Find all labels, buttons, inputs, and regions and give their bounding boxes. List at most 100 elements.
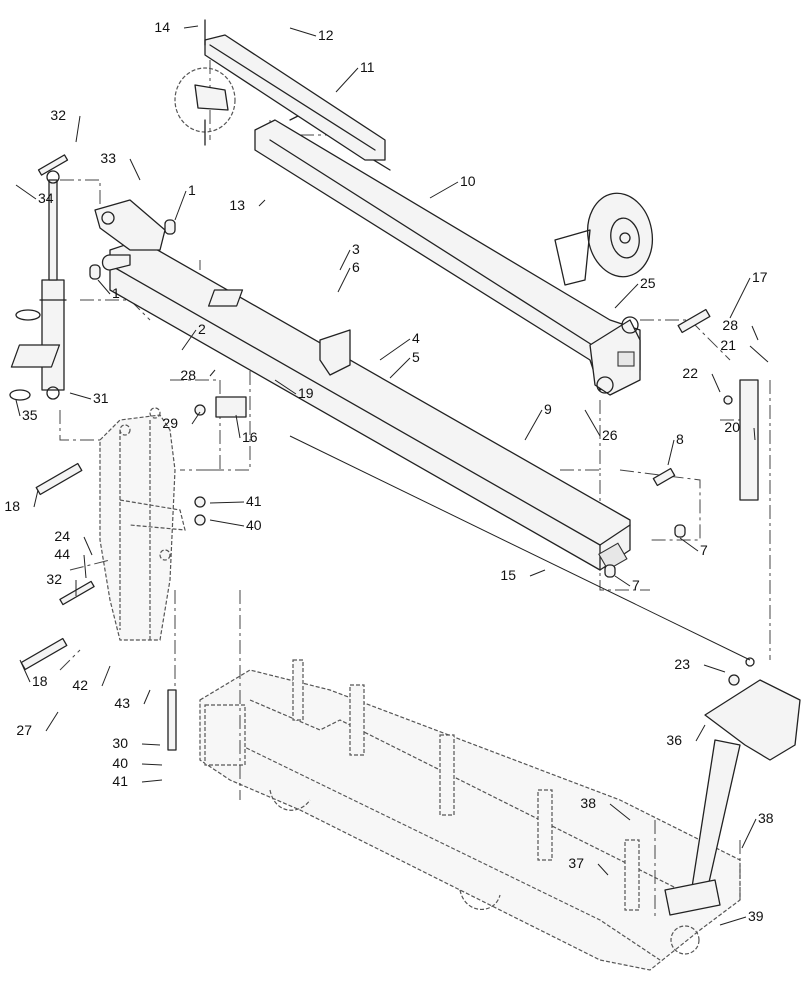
callout-label: 18 xyxy=(32,673,48,689)
gauge-wheel xyxy=(554,192,653,286)
arm-bracket xyxy=(319,329,351,376)
callout-14: 14 xyxy=(154,19,199,35)
leader-line xyxy=(141,779,163,783)
callout-label: 15 xyxy=(500,567,516,583)
callout-41: 41 xyxy=(112,773,163,789)
leader-line xyxy=(667,439,675,466)
leader-line xyxy=(75,115,81,143)
main-frame-ghost xyxy=(199,659,741,971)
pin-8 xyxy=(652,467,676,487)
callout-label: 7 xyxy=(700,542,708,558)
leader-line xyxy=(191,411,201,425)
callout-label: 42 xyxy=(72,677,88,693)
pin-18-bottom xyxy=(20,637,68,671)
leader-line xyxy=(749,345,769,363)
hitch-bracket-ghost xyxy=(99,407,186,641)
callout-label: 9 xyxy=(544,401,552,417)
callout-label: 29 xyxy=(162,415,178,431)
callout-label: 30 xyxy=(112,735,128,751)
callout-41: 41 xyxy=(209,493,262,509)
callout-label: 11 xyxy=(360,59,375,75)
callout-7: 7 xyxy=(679,537,708,558)
callout-34: 34 xyxy=(15,184,54,206)
callout-label: 25 xyxy=(640,275,656,291)
bushing-1-lower xyxy=(89,264,101,280)
leader-line xyxy=(379,338,411,361)
callout-31: 31 xyxy=(69,390,109,406)
leader-line xyxy=(719,916,747,926)
callout-label: 8 xyxy=(676,431,684,447)
callout-12: 12 xyxy=(289,27,334,43)
callout-43: 43 xyxy=(114,689,151,711)
callout-17: 17 xyxy=(729,269,768,319)
callout-13: 13 xyxy=(229,197,266,213)
callout-label: 1 xyxy=(188,182,196,198)
callout-26: 26 xyxy=(584,409,618,443)
shank-3 xyxy=(439,734,455,816)
callout-8: 8 xyxy=(667,431,684,466)
leader-line xyxy=(143,689,151,705)
leader-line xyxy=(209,501,245,504)
callout-label: 16 xyxy=(242,429,258,445)
leader-line xyxy=(609,803,631,821)
cable xyxy=(289,435,755,667)
washer-29 xyxy=(194,404,206,416)
washer-23 xyxy=(728,674,740,686)
leader-line xyxy=(274,379,297,395)
leader-line xyxy=(15,399,21,417)
callout-25: 25 xyxy=(614,275,656,309)
leader-line xyxy=(181,329,197,351)
leader-line xyxy=(584,409,601,437)
callout-label: 10 xyxy=(460,173,476,189)
leader-line xyxy=(289,27,317,37)
callout-10: 10 xyxy=(429,173,476,199)
plate-6 xyxy=(207,289,244,307)
leader-line xyxy=(741,818,757,849)
callout-16: 16 xyxy=(235,414,258,445)
spindle-bracket xyxy=(589,319,641,396)
callout-label: 44 xyxy=(54,546,70,562)
callout-35: 35 xyxy=(15,399,38,423)
bushing-7-a xyxy=(674,524,686,538)
callout-5: 5 xyxy=(389,349,420,379)
upper-bar xyxy=(204,34,386,161)
callout-38: 38 xyxy=(741,810,774,849)
bushing-1-upper xyxy=(164,219,176,235)
small-parts xyxy=(10,154,759,751)
callout-40: 40 xyxy=(112,755,163,771)
callout-22: 22 xyxy=(682,365,721,393)
callout-label: 39 xyxy=(748,908,764,924)
callout-label: 22 xyxy=(682,365,698,381)
callout-label: 28 xyxy=(722,317,738,333)
leader-line xyxy=(19,659,31,683)
callout-label: 13 xyxy=(229,197,245,213)
callout-2: 2 xyxy=(181,321,206,351)
shank-2 xyxy=(349,684,365,756)
washer-22 xyxy=(723,395,733,405)
leader-line xyxy=(389,357,411,379)
callout-label: 23 xyxy=(674,656,690,672)
pin-18-top xyxy=(35,462,83,496)
callout-9: 9 xyxy=(524,401,552,441)
callout-28: 28 xyxy=(722,317,759,341)
callout-label: 32 xyxy=(46,571,62,587)
leader-line xyxy=(258,199,266,207)
leader-line xyxy=(753,427,756,441)
callout-label: 12 xyxy=(318,27,334,43)
callout-30: 30 xyxy=(112,735,161,751)
callout-label: 7 xyxy=(632,577,640,593)
callout-32: 32 xyxy=(46,571,77,596)
callout-21: 21 xyxy=(720,337,769,363)
callout-33: 33 xyxy=(100,150,141,181)
leader-line xyxy=(337,267,351,293)
callout-label: 3 xyxy=(352,241,360,257)
leader-line xyxy=(751,325,759,341)
callout-label: 2 xyxy=(198,321,206,337)
callout-39: 39 xyxy=(719,908,764,926)
callout-label: 31 xyxy=(93,390,109,406)
callout-6: 6 xyxy=(337,259,360,293)
callout-label: 43 xyxy=(114,695,130,711)
callout-label: 4 xyxy=(412,330,420,346)
leader-line xyxy=(101,665,111,687)
leader-line xyxy=(695,724,706,742)
